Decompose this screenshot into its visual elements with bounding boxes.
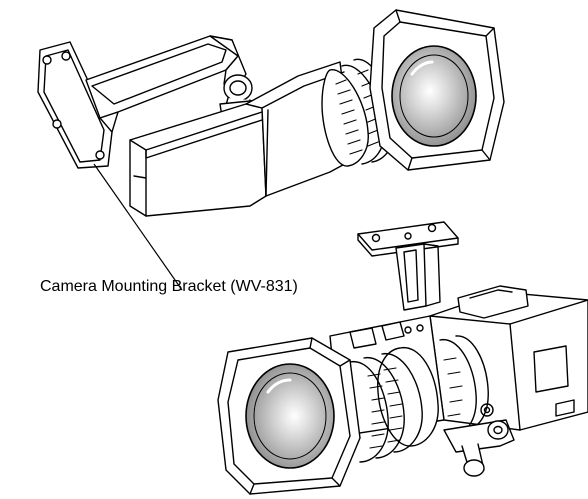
callout-leader-line xyxy=(93,163,183,291)
wall-plate xyxy=(37,41,113,169)
bracket-callout-label: Camera Mounting Bracket (WV-831) xyxy=(40,278,298,295)
wall-mounted-camera-icon xyxy=(37,9,505,217)
camera-body xyxy=(429,285,588,431)
camera-body xyxy=(129,103,267,217)
lens-glass xyxy=(391,45,477,147)
ceiling-mounted-camera-icon xyxy=(217,221,588,495)
bracket-arm xyxy=(85,35,247,133)
lens-support xyxy=(443,419,515,477)
ceiling-plate xyxy=(357,221,459,257)
bracket-post xyxy=(395,243,441,311)
